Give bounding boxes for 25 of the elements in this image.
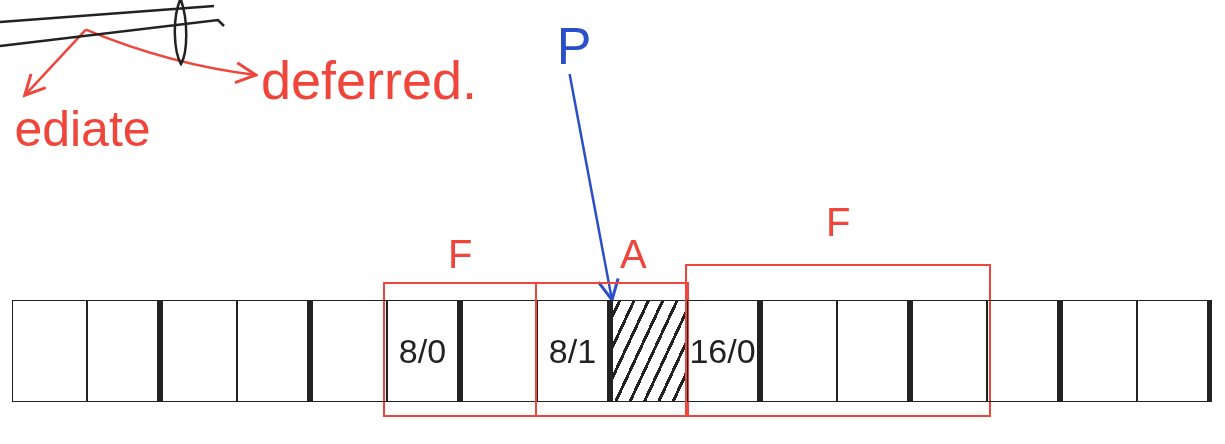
cell-value: 16/0: [687, 300, 762, 402]
sketch-drawing: [0, 0, 226, 66]
memory-cell: [12, 300, 87, 402]
arrow: [23, 28, 87, 97]
block-heading: F: [448, 232, 473, 276]
block-heading: F: [826, 200, 851, 244]
block-heading: A: [620, 232, 647, 276]
memory-cell: [1062, 300, 1137, 402]
memory-cell: [987, 300, 1062, 402]
memory-cell: [1137, 300, 1212, 402]
memory-cell: [762, 300, 837, 402]
memory-cell: [87, 300, 162, 402]
memory-cell: [837, 300, 912, 402]
pointer-label: P: [552, 18, 596, 74]
arrow: [85, 28, 258, 84]
memory-cell: [162, 300, 237, 402]
hatched-cell: [612, 300, 687, 402]
memory-cell: [912, 300, 987, 402]
annotation-text: ediate: [0, 94, 165, 164]
annotation-text: deferred.: [256, 30, 482, 130]
memory-cell: [312, 300, 387, 402]
memory-cell: [237, 300, 312, 402]
cell-value: 8/0: [387, 300, 462, 402]
memory-cell: [462, 300, 537, 402]
arrow: [568, 73, 620, 302]
